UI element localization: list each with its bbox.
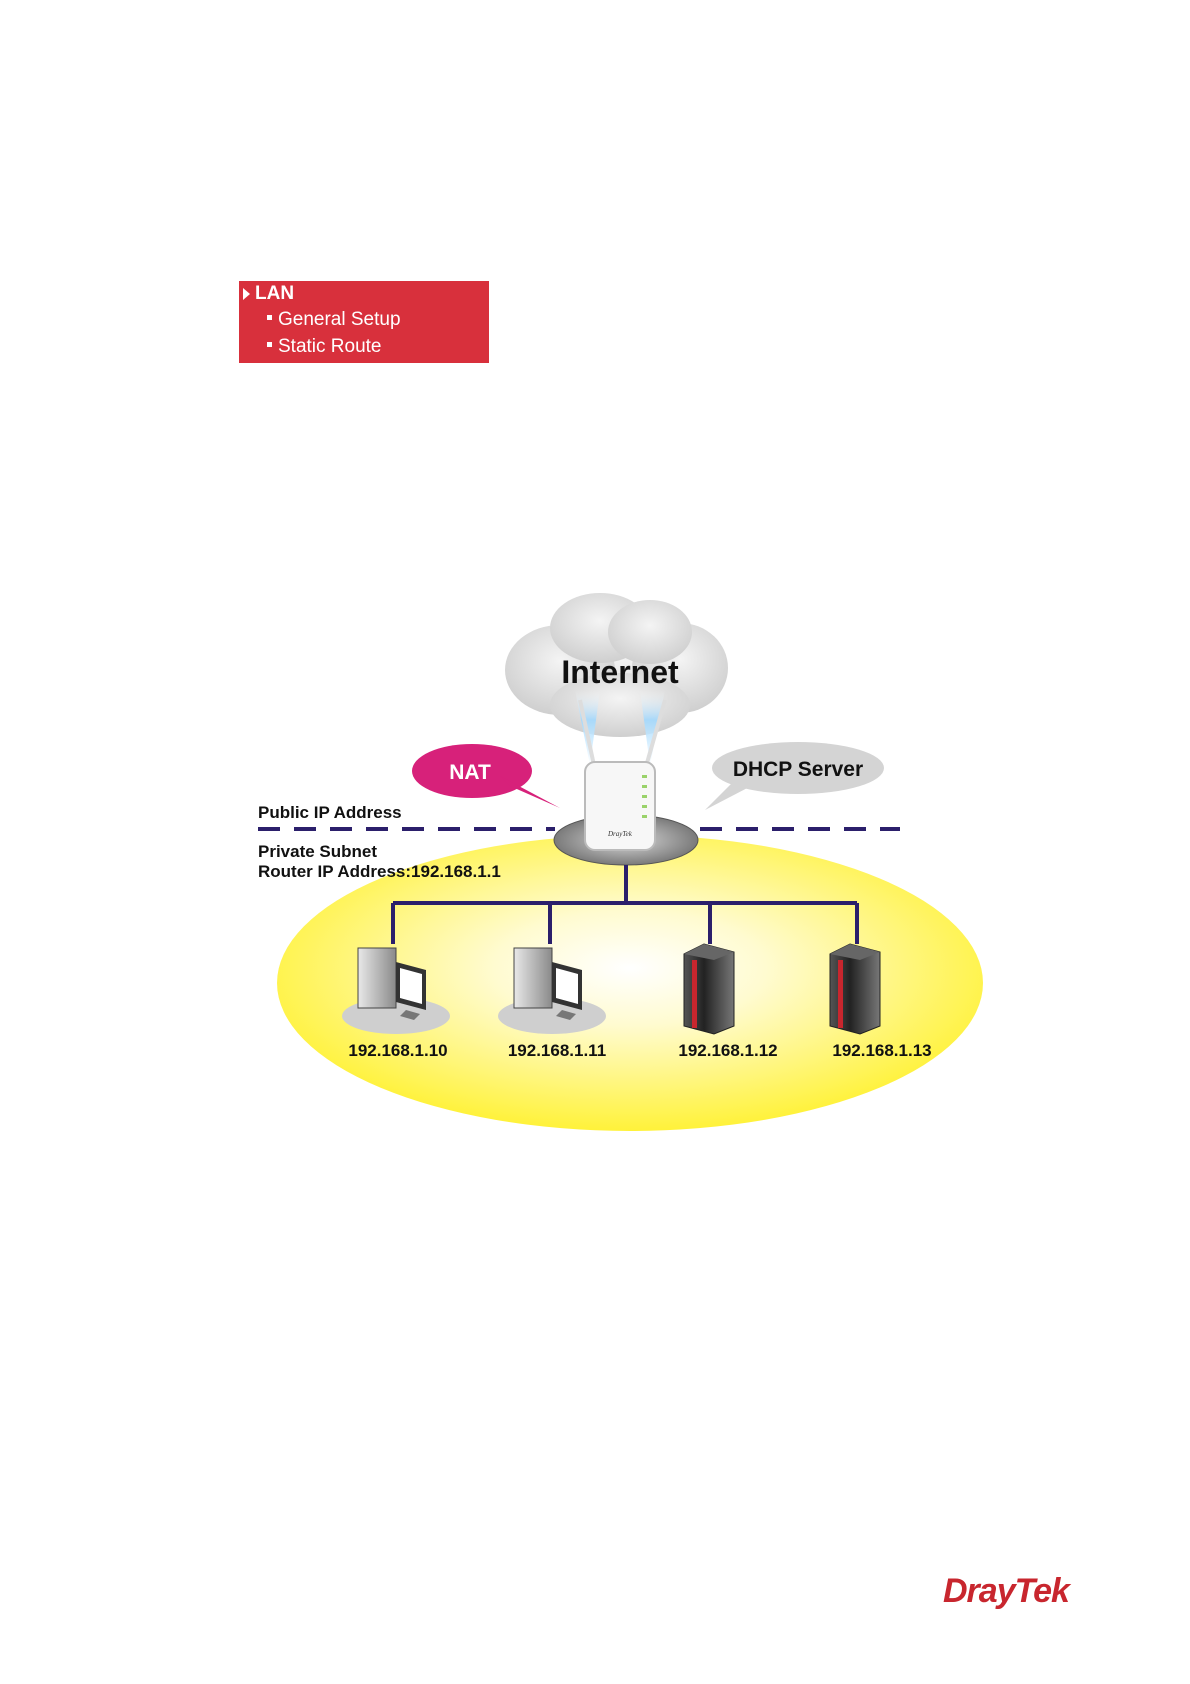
host-ip-label: 192.168.1.11 [508,1041,606,1060]
nat-label: NAT [449,761,491,784]
host-ip-label: 192.168.1.13 [832,1041,931,1060]
host-ip-label: 192.168.1.12 [678,1041,777,1060]
router-brand-label: DrayTek [607,830,633,838]
host-ip-label: 192.168.1.10 [348,1041,447,1060]
dhcp-label: DHCP Server [733,758,863,781]
server-icon [830,944,880,1034]
private-subnet-label: Private Subnet [258,842,377,861]
draytek-logo: DrayTek [943,1572,1069,1611]
router-ip-label: Router IP Address:192.168.1.1 [258,862,501,881]
server-icon [684,944,734,1034]
public-ip-label: Public IP Address [258,803,402,822]
internet-label: Internet [561,654,679,690]
